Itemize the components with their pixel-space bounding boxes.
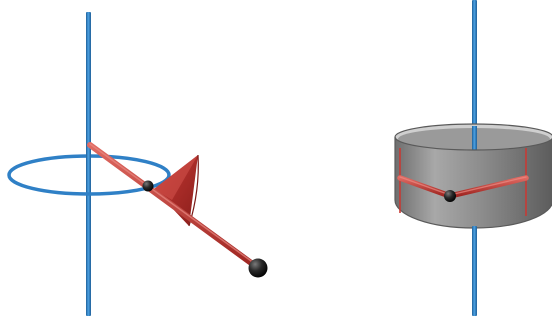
end-ball-icon: [248, 258, 268, 278]
vertical-axis-bottom-icon: [472, 226, 477, 316]
pivot-ball-icon: [142, 180, 154, 192]
left-figure: [7, 12, 268, 316]
vertical-axis-icon: [86, 12, 91, 316]
ring-front-icon: [7, 174, 171, 196]
center-ball-icon: [444, 190, 456, 202]
cylinder-band-icon: [394, 136, 552, 229]
tilted-rod-icon: [87, 142, 261, 271]
vertical-axis-top-icon: [472, 0, 477, 160]
right-figure: [394, 0, 552, 316]
